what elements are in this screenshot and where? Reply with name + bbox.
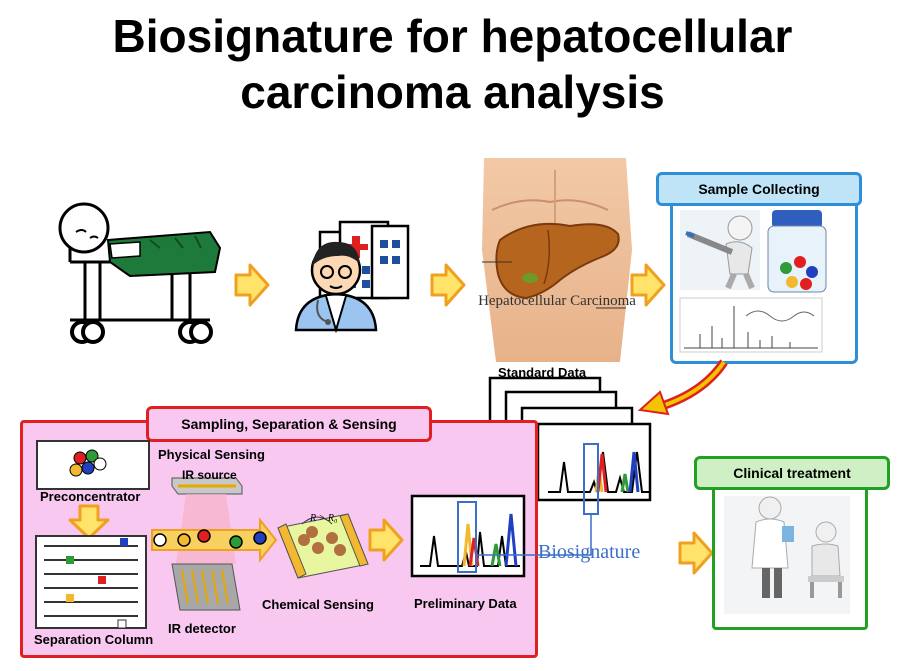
sample-collecting-title: Sample Collecting [656,172,862,206]
chemical-sensing-label: Chemical Sensing [262,597,374,612]
ir-source-label: IR source [182,468,237,482]
sss-title: Sampling, Separation & Sensing [146,406,432,442]
title-line-2: carcinoma analysis [240,66,665,118]
clinical-treatment-title: Clinical treatment [694,456,890,490]
ir-detector-label: IR detector [168,621,236,636]
curved-arrow-icon [660,359,728,411]
liver-caption: Hepatocellular Carcinoma [478,293,636,309]
biosignature-label: Biosignature [538,541,641,563]
clinical-treatment-title-text: Clinical treatment [733,465,851,481]
sample-collecting-title-text: Sample Collecting [698,181,820,197]
arrow-right-icon [430,263,466,307]
preliminary-data-label: Preliminary Data [414,596,517,611]
page-title: Biosignature for hepatocellular carcinom… [0,8,905,120]
preconcentrator-label: Preconcentrator [40,489,141,504]
physical-sensing-label: Physical Sensing [158,447,265,462]
standard-data-label: Standard Data [498,365,587,380]
arrow-right-icon [234,263,270,307]
preconcentrator-box [36,440,150,490]
clinical-treatment-panel [712,470,868,630]
title-line-1: Biosignature for hepatocellular [112,10,793,62]
separation-column-label: Separation Column [34,632,154,647]
arrow-right-icon [678,531,714,575]
resistance-label: R > R₀ [310,513,338,524]
sss-title-text: Sampling, Separation & Sensing [181,416,397,432]
